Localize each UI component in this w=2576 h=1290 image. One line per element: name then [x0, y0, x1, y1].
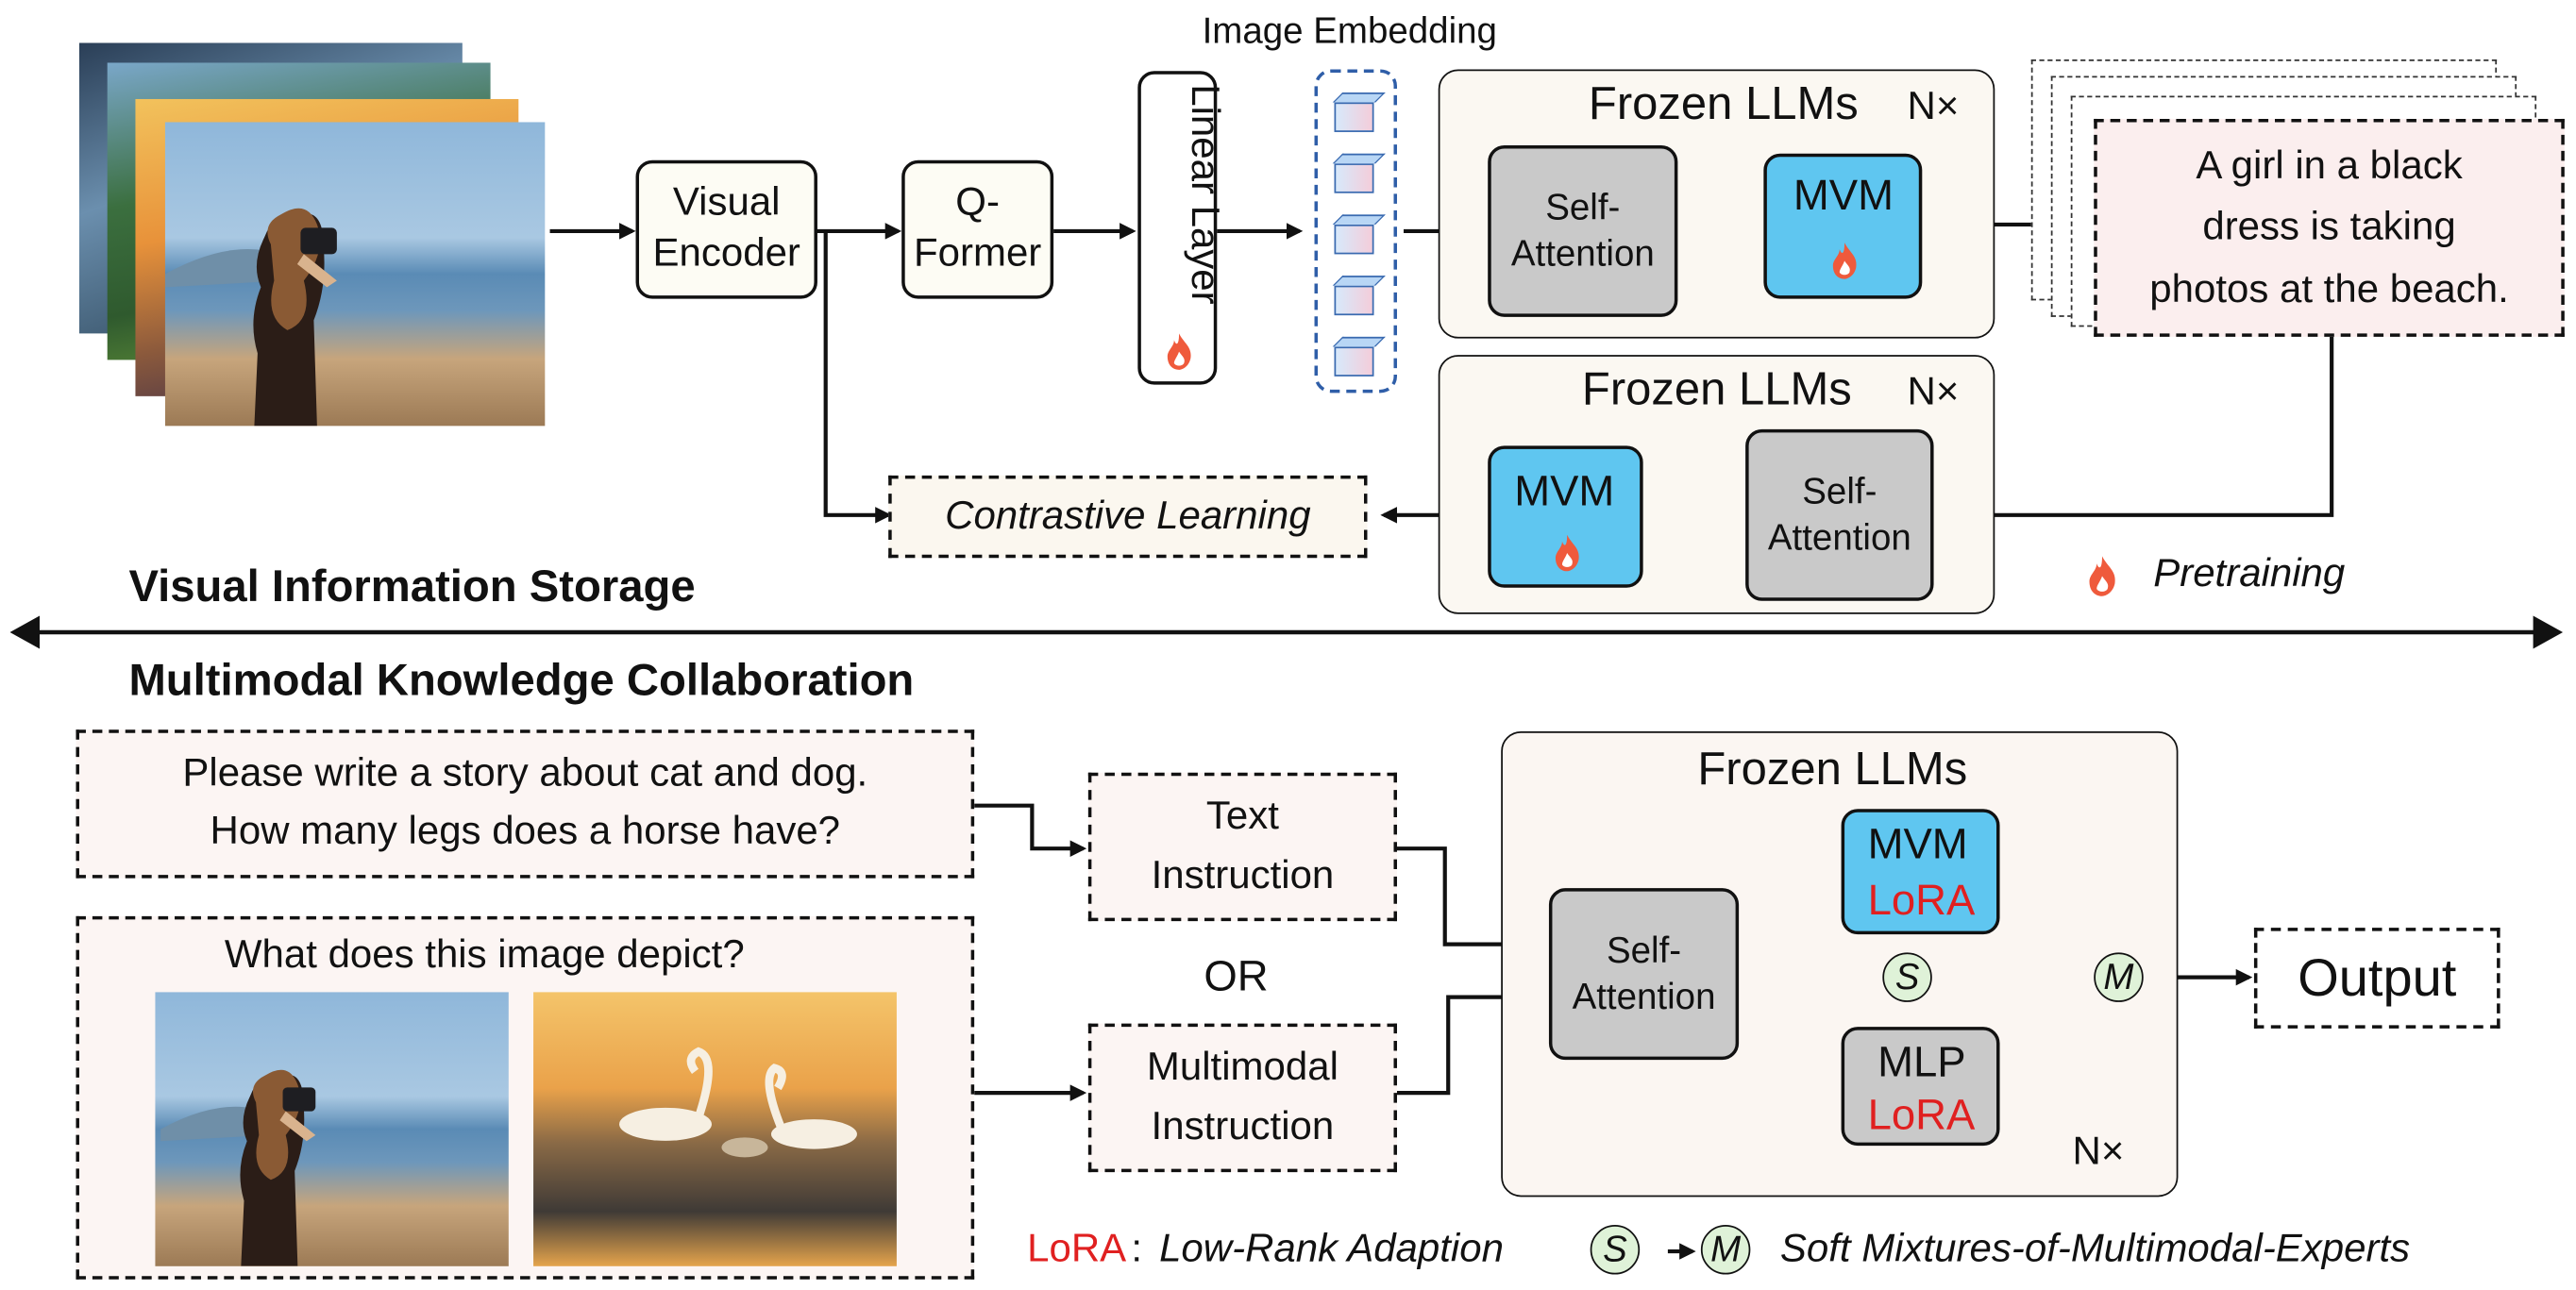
lora-legend-sep: :: [1131, 1226, 1143, 1272]
lora-label: LoRA: [1867, 875, 1976, 925]
q-former-block: Q- Former: [901, 159, 1054, 299]
frozen-llms-panel-2: Frozen LLMs N× MVM Self- Attention: [1438, 355, 1995, 614]
visual-encoder-block: Visual Encoder: [635, 159, 817, 299]
girl-photo: [155, 992, 509, 1266]
lora-legend-key: LoRA: [1027, 1226, 1127, 1272]
embedding-token: [1334, 102, 1374, 132]
flame-icon: [1555, 534, 1579, 572]
m-legend-node: M: [1700, 1225, 1751, 1275]
image-prompt-question: What does this image depict?: [224, 932, 745, 978]
self-attention-block: Self- Attention: [1488, 144, 1678, 317]
embedding-token: [1334, 346, 1374, 377]
image-embedding-label: Image Embedding: [1202, 9, 1497, 52]
section-title-visual-storage: Visual Information Storage: [128, 561, 696, 611]
embedding-token: [1334, 163, 1374, 193]
mlp-label: MLP: [1877, 1036, 1966, 1087]
flame-icon: [2089, 556, 2115, 596]
linear-layer-block: Linear Layer: [1137, 71, 1227, 385]
repeat-count: N×: [1907, 84, 1960, 129]
embedding-token: [1334, 285, 1374, 316]
soft-router-node: S: [1882, 952, 1932, 1002]
multimodal-instruction-box: Multimodal Instruction: [1087, 1023, 1397, 1173]
lora-legend-desc: Low-Rank Adaption: [1159, 1226, 1504, 1272]
frozen-llms-title: Frozen LLMs: [1588, 77, 1859, 129]
girl-photo-illustration: [164, 208, 337, 427]
moe-legend-desc: Soft Mixtures-of-Multimodal-Experts: [1779, 1226, 2411, 1272]
frozen-llms-panel-1: Frozen LLMs N× Self- Attention MVM: [1438, 69, 1995, 339]
image-prompt-example: What does this image depict?: [76, 915, 975, 1280]
frozen-llms-panel-3: Frozen LLMs Self- Attention MVM LoRA S M…: [1501, 730, 2179, 1198]
image-stack: [78, 42, 546, 427]
linear-layer-label: Linear Layer: [1182, 84, 1227, 305]
girl-photo-illustration: [160, 1069, 316, 1266]
section-title-knowledge-collaboration: Multimodal Knowledge Collaboration: [128, 655, 915, 705]
repeat-count: N×: [1907, 369, 1960, 415]
self-attention-block: Self- Attention: [1745, 428, 1934, 601]
text-prompt-examples: Please write a story about cat and dog. …: [76, 729, 975, 879]
self-attention-block: Self- Attention: [1548, 888, 1740, 1061]
mvm-block: MVM: [1763, 153, 1923, 299]
mixture-node: M: [2094, 952, 2144, 1002]
flame-icon: [1832, 243, 1857, 279]
lora-label: LoRA: [1867, 1089, 1976, 1140]
embedding-token: [1334, 224, 1374, 255]
generated-caption: A girl in a black dress is taking photos…: [2094, 118, 2565, 337]
output-box: Output: [2253, 928, 2500, 1029]
or-label: OR: [1204, 950, 1269, 1001]
pretraining-legend-label: Pretraining: [2153, 551, 2346, 596]
repeat-count: N×: [2072, 1129, 2125, 1174]
mvm-block: MVM: [1488, 445, 1643, 588]
mvm-lora-expert: MVM LoRA: [1841, 809, 2000, 935]
text-instruction-box: Text Instruction: [1087, 772, 1397, 922]
mvm-label: MVM: [1867, 818, 1968, 869]
mvm-label: MVM: [1514, 465, 1615, 515]
image-embedding-tokens: [1314, 69, 1397, 394]
swans-photo: [533, 992, 897, 1266]
s-legend-node: S: [1590, 1225, 1641, 1275]
stack-photo-1: [164, 122, 546, 427]
swans-illustration: [619, 1047, 857, 1158]
mlp-lora-expert: MLP LoRA: [1841, 1027, 2000, 1147]
frozen-llms-title: Frozen LLMs: [1697, 743, 1968, 795]
mvm-label: MVM: [1793, 170, 1894, 220]
flame-icon: [1167, 333, 1191, 370]
contrastive-learning-box: Contrastive Learning: [888, 475, 1368, 559]
frozen-llms-title: Frozen LLMs: [1581, 362, 1852, 415]
